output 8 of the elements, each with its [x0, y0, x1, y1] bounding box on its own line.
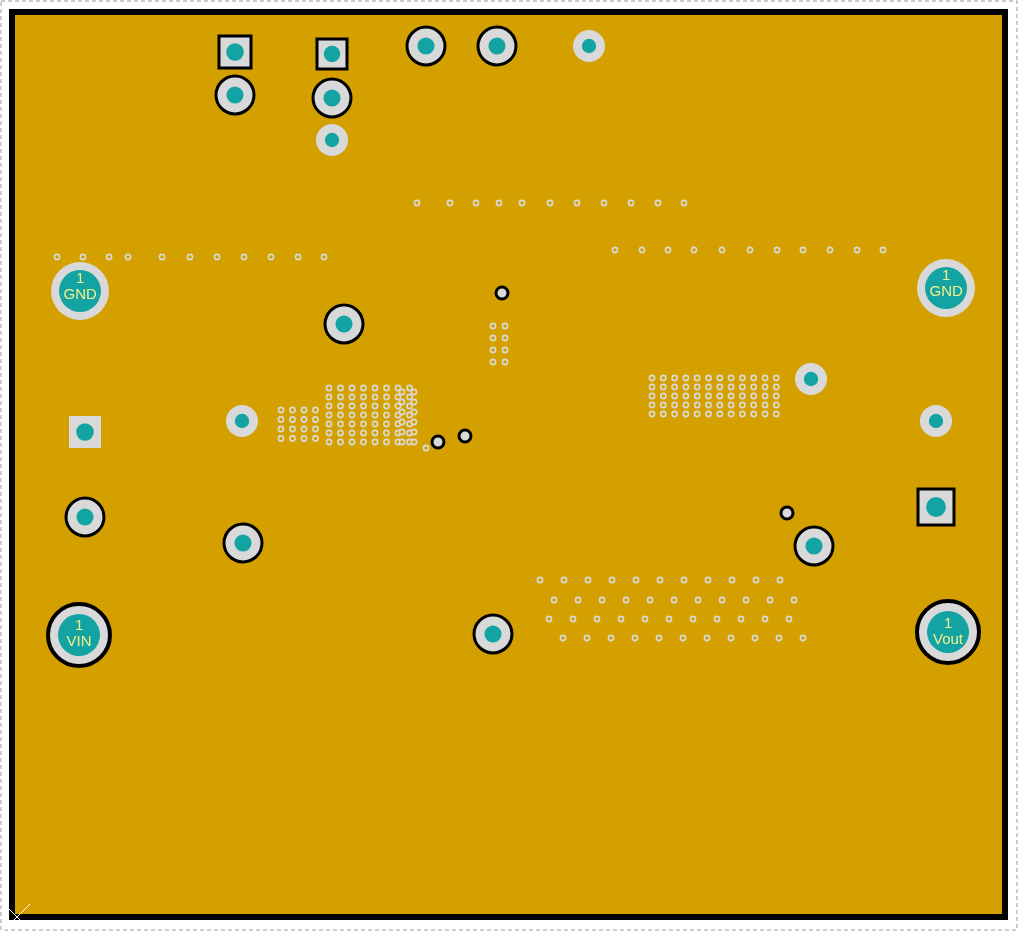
- pin-number: 1: [75, 617, 84, 632]
- pad-label: VIN: [66, 633, 92, 648]
- pin-number: 1: [944, 615, 953, 630]
- pad-label: GND: [929, 283, 963, 298]
- pin-number: 1: [76, 270, 85, 285]
- pin-number: 1: [942, 267, 951, 282]
- pad-label: Vout: [933, 631, 964, 646]
- pad-label: GND: [63, 286, 97, 301]
